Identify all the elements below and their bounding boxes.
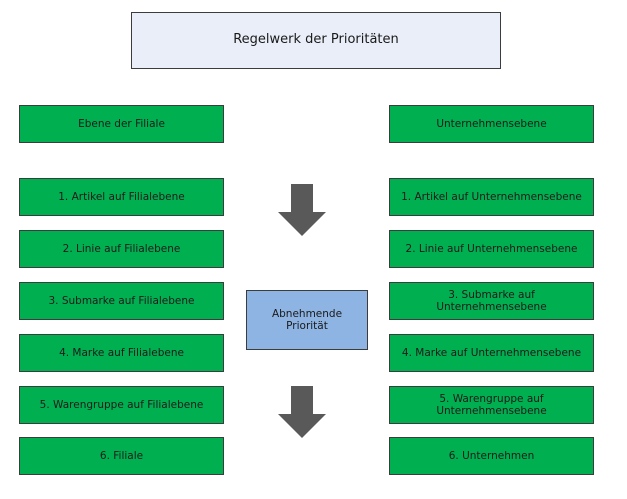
right-item-6: 6. Unternehmen (389, 437, 594, 475)
right-item-4: 4. Marke auf Unternehmensebene (389, 334, 594, 372)
left-item-4: 4. Marke auf Filialebene (19, 334, 224, 372)
decreasing-priority-box: Abnehmende Priorität (246, 290, 368, 350)
left-header-box: Ebene der Filiale (19, 105, 224, 143)
diagram-title: Regelwerk der Prioritäten (131, 12, 501, 69)
right-header-box: Unternehmensebene (389, 105, 594, 143)
down-arrow-icon (278, 386, 326, 438)
left-item-5: 5. Warengruppe auf Filialebene (19, 386, 224, 424)
left-item-2: 2. Linie auf Filialebene (19, 230, 224, 268)
down-arrow-icon (278, 184, 326, 236)
right-item-2: 2. Linie auf Unternehmensebene (389, 230, 594, 268)
right-item-1: 1. Artikel auf Unternehmensebene (389, 178, 594, 216)
left-item-1: 1. Artikel auf Filialebene (19, 178, 224, 216)
left-item-3: 3. Submarke auf Filialebene (19, 282, 224, 320)
right-item-5: 5. Warengruppe auf Unternehmensebene (389, 386, 594, 424)
left-item-6: 6. Filiale (19, 437, 224, 475)
right-item-3: 3. Submarke auf Unternehmensebene (389, 282, 594, 320)
